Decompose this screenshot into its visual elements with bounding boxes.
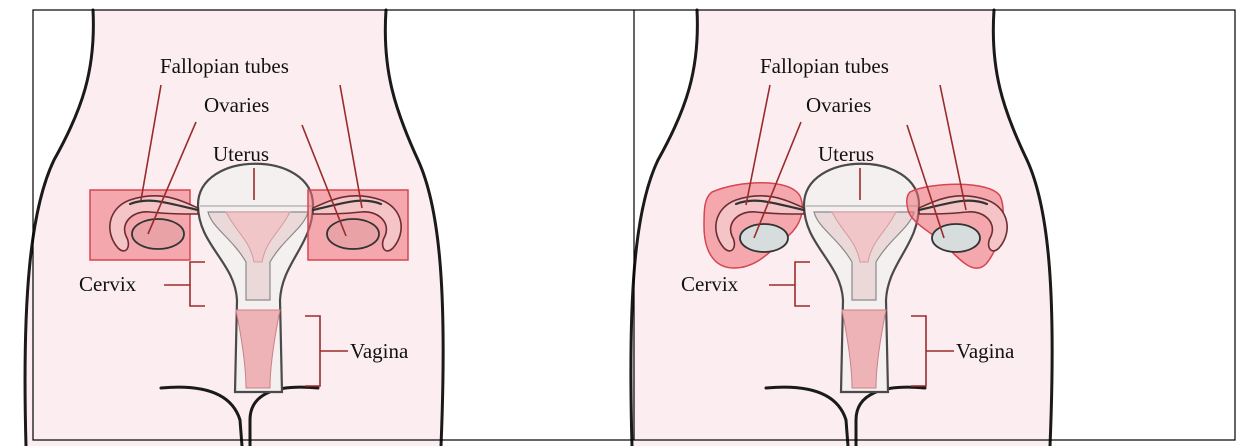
label-cervix: Cervix [681,272,739,296]
panel-right: Fallopian tubes Ovaries Uterus Cervix Va… [631,10,1052,446]
label-vagina: Vagina [350,339,409,363]
label-ovaries: Ovaries [806,93,871,117]
tube-ovary-left [90,190,198,260]
label-fallopian-tubes: Fallopian tubes [160,54,289,78]
panel-left: Fallopian tubes Ovaries Uterus Cervix Va… [25,10,443,446]
ovary-right [932,224,980,252]
label-vagina: Vagina [956,339,1015,363]
tube-ovary-right [308,190,408,260]
label-fallopian-tubes: Fallopian tubes [760,54,889,78]
ovary-left [132,219,184,249]
label-ovaries: Ovaries [204,93,269,117]
label-uterus: Uterus [213,142,269,166]
label-cervix: Cervix [79,272,137,296]
label-uterus: Uterus [818,142,874,166]
ovary-right [327,219,379,249]
ovary-left [740,224,788,252]
